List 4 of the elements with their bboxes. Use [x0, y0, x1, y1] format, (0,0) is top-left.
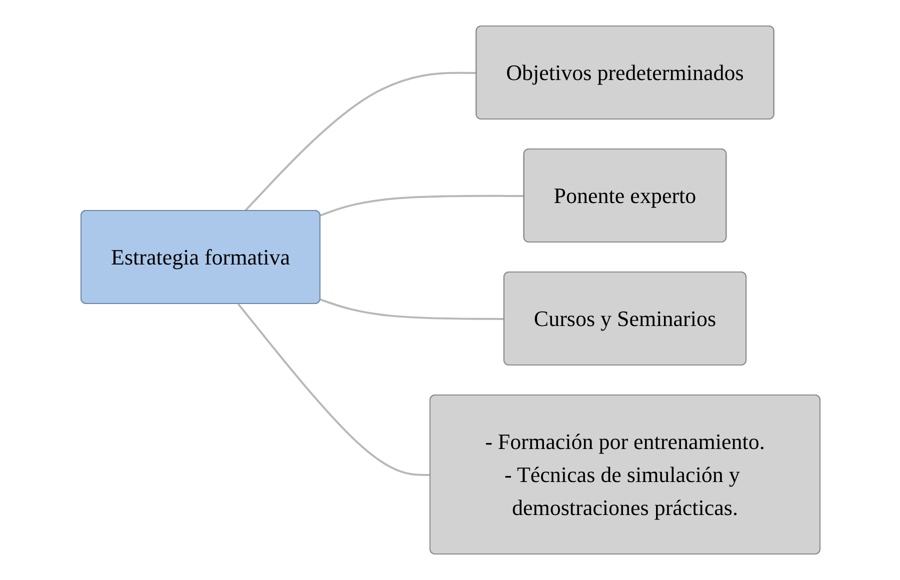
connector: [244, 72, 476, 212]
connector: [320, 298, 504, 320]
connector: [320, 194, 524, 216]
connector: [237, 303, 430, 476]
